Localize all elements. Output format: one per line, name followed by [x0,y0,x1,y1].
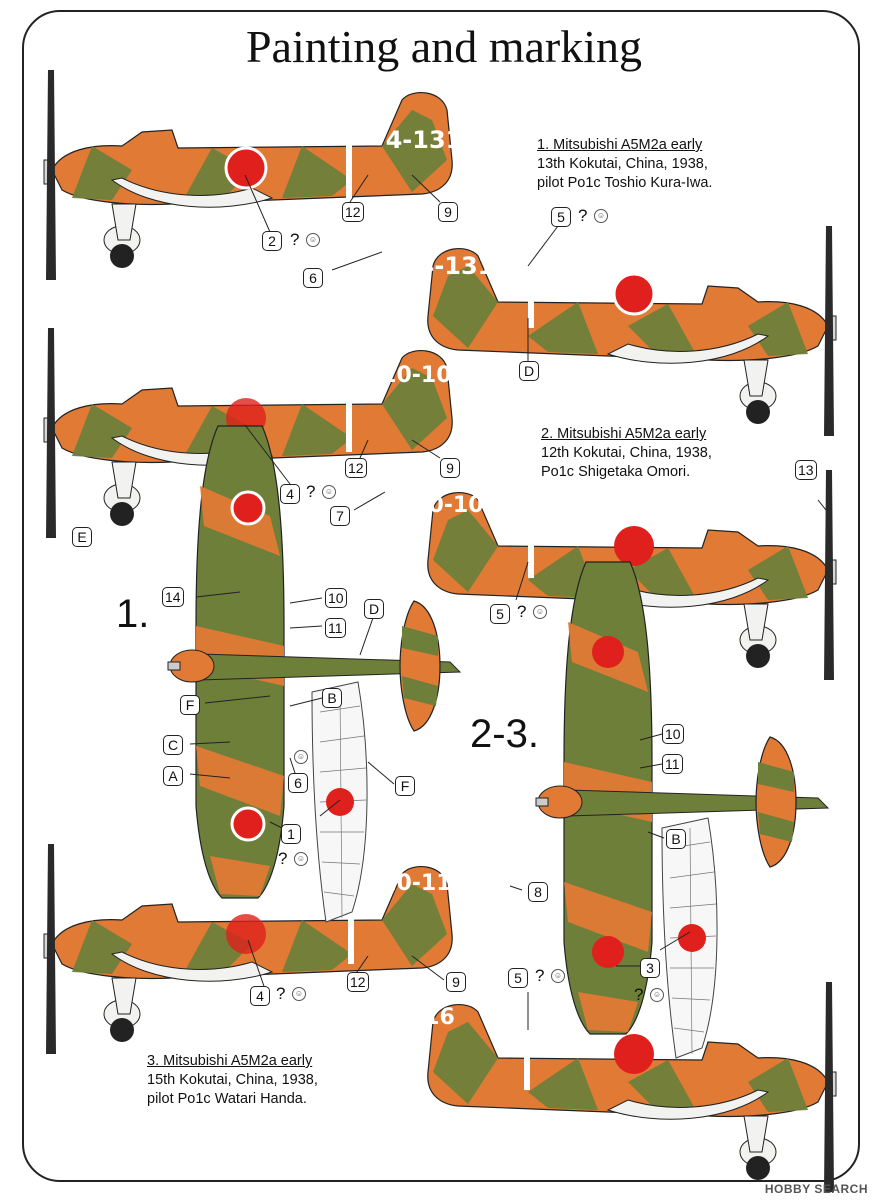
scheme-label-2-3: 2-3. [470,712,539,756]
caption-2-line2: Po1c Shigetaka Omori. [541,464,691,480]
callout-4: 4 [280,484,300,504]
aircraft-1-side-left: 4-131 [43,69,463,281]
callout-F2: F [395,776,415,796]
caption-1-line1: 13th Kokutai, China, 1938, [537,156,708,172]
wing-underside-scheme-1 [311,681,368,923]
callout-6: 6 [303,268,323,288]
callout-F: F [180,695,200,715]
caption-2-head: 2. Mitsubishi A5M2a early [541,426,707,442]
face-icon: ☺ [294,852,308,866]
face-icon: ☺ [322,485,336,499]
callout-11b: 11 [662,754,683,774]
callout-11: 11 [325,618,346,638]
question-mark: ? [278,849,288,868]
callout-14: 14 [162,587,184,607]
callout-12: 12 [342,202,364,222]
callout-7: 7 [330,506,350,526]
callout-D: D [519,361,539,381]
callout-4b: 4 [250,986,270,1006]
question-mark: ? [578,206,588,225]
callout-5b: 5 [490,604,510,624]
tail-top-scheme-1 [399,600,441,732]
callout-B: B [322,688,342,708]
face-icon: ☺ [551,969,565,983]
caption-aircraft-2: 2. Mitsubishi A5M2a early 12th Kokutai, … [541,425,712,482]
callout-13: 13 [795,460,817,480]
callout-6b: 6 [288,773,308,793]
callout-Bb: B [666,829,686,849]
tail-code-2b: 10-107 [413,493,499,518]
callout-12b: 12 [345,458,367,478]
question-mark: ? [290,230,300,249]
caption-3-head: 3. Mitsubishi A5M2a early [147,1053,313,1069]
face-icon: ☺ [306,233,320,247]
callout-C: C [163,735,183,755]
callout-E: E [72,527,92,547]
aircraft-3-side-left: 10-116 [43,843,467,1055]
caption-aircraft-1: 1. Mitsubishi A5M2a early 13th Kokutai, … [537,136,712,193]
caption-3-line2: pilot Po1c Watari Handa. [147,1091,307,1107]
callout-3: 3 [640,958,660,978]
sheet-border [22,10,860,1182]
question-mark: ? [306,482,316,501]
aircraft-2-side-right: 10-107 [413,470,836,680]
caption-1-head: 1. Mitsubishi A5M2a early [537,137,703,153]
tail-code-3a: 10-116 [381,871,467,896]
callout-A: A [163,766,183,786]
caption-2-line1: 12th Kokutai, China, 1938, [541,445,712,461]
page-title: Painting and marking [245,21,643,72]
face-icon: ☺ [533,605,547,619]
tail-code-2a: 10-107 [381,363,467,388]
face-icon: ☺ [292,987,306,1001]
callout-10b: 10 [662,724,684,744]
caption-1-line2: pilot Po1c Toshio Kura-Iwa. [537,175,713,191]
callout-1: 1 [281,824,301,844]
caption-aircraft-3: 3. Mitsubishi A5M2a early 15th Kokutai, … [147,1052,318,1109]
question-mark: ? [517,602,527,621]
face-icon: ☺ [594,209,608,223]
question-mark: ? [634,985,644,1004]
scheme-label-1: 1. [116,592,150,636]
tail-code-1b: 4-131 [418,252,495,280]
question-mark: ? [535,966,545,985]
tail-code-3b: 10-116 [369,1005,455,1030]
aircraft-3-side-right: 10-116 [369,982,836,1192]
face-icon: ☺ [294,750,308,764]
watermark: HOBBY SEARCH [764,1182,868,1196]
callout-9c: 9 [446,972,466,992]
wing-underside-scheme-2-3 [661,817,718,1059]
callout-2: 2 [262,231,282,251]
face-icon: ☺ [650,988,664,1002]
callout-12c: 12 [347,972,369,992]
callout-8: 8 [528,882,548,902]
callout-10: 10 [325,588,347,608]
top-view-scheme-2-3 [535,561,829,1035]
question-mark: ? [276,984,286,1003]
tail-top-scheme-2-3 [755,736,797,868]
callout-5c: 5 [508,968,528,988]
caption-3-line1: 15th Kokutai, China, 1938, [147,1072,318,1088]
top-view-scheme-1 [167,425,461,899]
callout-D2: D [364,599,384,619]
callout-9b: 9 [440,458,460,478]
callout-5: 5 [551,207,571,227]
aircraft-1-side-right: 4-131 [418,226,836,436]
callout-9: 9 [438,202,458,222]
tail-code-1a: 4-131 [386,126,463,154]
